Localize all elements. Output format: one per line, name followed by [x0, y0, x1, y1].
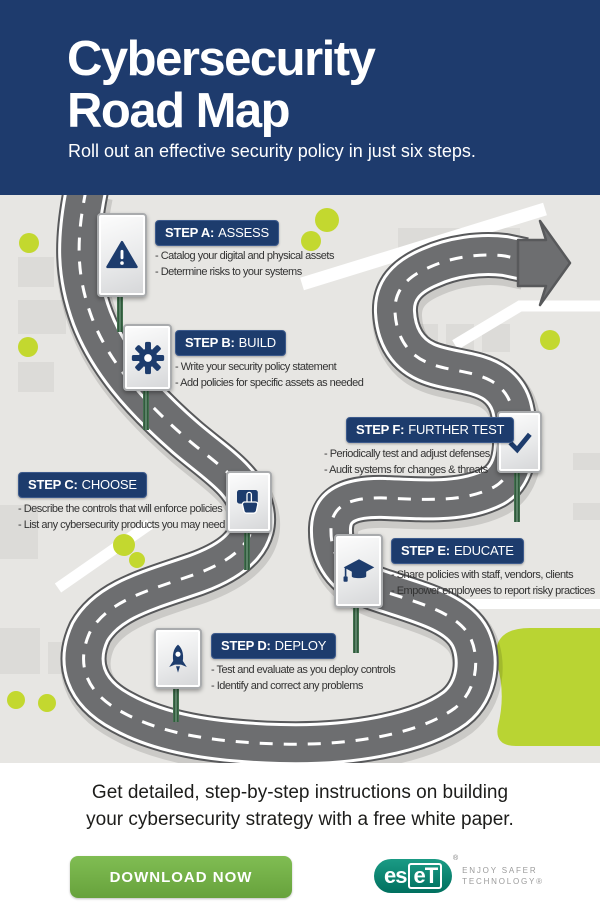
- step-name: EDUCATE: [453, 543, 514, 558]
- eset-tagline: ENJOY SAFER TECHNOLOGY®: [462, 865, 544, 887]
- step-letter: STEP B:: [185, 335, 235, 350]
- page-title: Cybersecurity Road Map: [67, 32, 376, 138]
- gear-icon: [131, 341, 164, 374]
- bullets-step-a: - Catalog your digital and physical asse…: [155, 248, 334, 280]
- step-name: FURTHER TEST: [408, 422, 505, 437]
- bullet: - List any cybersecurity products you ma…: [18, 519, 225, 531]
- check-icon: [507, 432, 532, 454]
- tree-dots: [7, 208, 560, 712]
- signpost-c: [244, 526, 250, 570]
- signpost-e: [353, 601, 359, 653]
- warning-icon: [106, 240, 138, 269]
- bullet: - Share policies with staff, vendors, cl…: [391, 569, 574, 581]
- park: [495, 628, 600, 746]
- sign-step-e: [334, 534, 383, 608]
- step-name: BUILD: [238, 335, 276, 350]
- tap-icon: [237, 490, 259, 514]
- bullet: - Write your security policy statement: [175, 361, 337, 373]
- step-letter: STEP F:: [356, 422, 405, 437]
- bullets-step-c: - Describe the controls that will enforc…: [18, 501, 225, 533]
- step-name: DEPLOY: [274, 638, 327, 653]
- tagline-line-1: ENJOY SAFER: [462, 866, 538, 875]
- bullets-step-d: - Test and evaluate as you deploy contro…: [211, 662, 396, 694]
- tagline-line-2: TECHNOLOGY®: [462, 877, 544, 886]
- footer: Get detailed, step-by-step instructions …: [0, 763, 600, 903]
- step-letter: STEP C:: [28, 477, 78, 492]
- step-name: ASSESS: [218, 225, 269, 240]
- signpost-a: [117, 290, 123, 332]
- badge-step-e: STEP E:EDUCATE: [391, 538, 524, 564]
- road-arrow-icon: [516, 219, 572, 307]
- bullet: - Describe the controls that will enforc…: [18, 503, 223, 515]
- bullets-step-b: - Write your security policy statement -…: [175, 359, 364, 391]
- signpost-f: [514, 466, 520, 522]
- sign-step-c: [226, 471, 272, 533]
- badge-step-f: STEP F:FURTHER TEST: [346, 417, 515, 443]
- step-letter: STEP A:: [165, 225, 215, 240]
- graduation-cap-icon: [343, 559, 374, 582]
- sign-step-b: [123, 324, 172, 391]
- bullet: - Determine risks to your systems: [155, 266, 302, 278]
- sign-step-a: [97, 213, 147, 297]
- eset-logo-text-left: es: [384, 863, 408, 888]
- badge-step-a: STEP A:ASSESS: [155, 220, 279, 246]
- badge-step-c: STEP C:CHOOSE: [18, 472, 147, 498]
- download-now-button[interactable]: DOWNLOAD NOW: [70, 856, 292, 898]
- bullet: - Catalog your digital and physical asse…: [155, 250, 334, 262]
- badge-step-d: STEP D:DEPLOY: [211, 633, 337, 659]
- eset-logo-text-right: eT: [408, 863, 443, 889]
- cta-line-1: Get detailed, step-by-step instructions …: [91, 782, 509, 803]
- cta-line-2: your cybersecurity strategy with a free …: [86, 809, 514, 830]
- title-line-1: Cybersecurity: [67, 32, 376, 86]
- rocket-icon: [169, 644, 187, 673]
- bullet: - Identify and correct any problems: [211, 680, 363, 692]
- registered-mark: ®: [453, 855, 459, 862]
- bullet: - Periodically test and adjust defenses: [324, 448, 490, 460]
- step-letter: STEP E:: [401, 543, 450, 558]
- step-name: CHOOSE: [81, 477, 137, 492]
- bullets-step-f: - Periodically test and adjust defenses …: [324, 446, 490, 478]
- signpost-d: [173, 682, 179, 722]
- title-line-2: Road Map: [67, 84, 291, 138]
- bullet: - Add policies for specific assets as ne…: [175, 377, 364, 389]
- sign-step-d: [154, 628, 202, 689]
- subtitle: Roll out an effective security policy in…: [68, 141, 476, 161]
- cta-text: Get detailed, step-by-step instructions …: [0, 779, 600, 833]
- header: Cybersecurity Road Map Roll out an effec…: [0, 0, 600, 195]
- bullets-step-e: - Share policies with staff, vendors, cl…: [391, 567, 595, 599]
- badge-step-b: STEP B:BUILD: [175, 330, 286, 356]
- bullet: - Test and evaluate as you deploy contro…: [211, 664, 396, 676]
- step-letter: STEP D:: [221, 638, 271, 653]
- bullet: - Audit systems for changes & threats: [324, 464, 488, 476]
- bullet: - Empower employees to report risky prac…: [391, 585, 595, 597]
- signpost-b: [143, 384, 149, 430]
